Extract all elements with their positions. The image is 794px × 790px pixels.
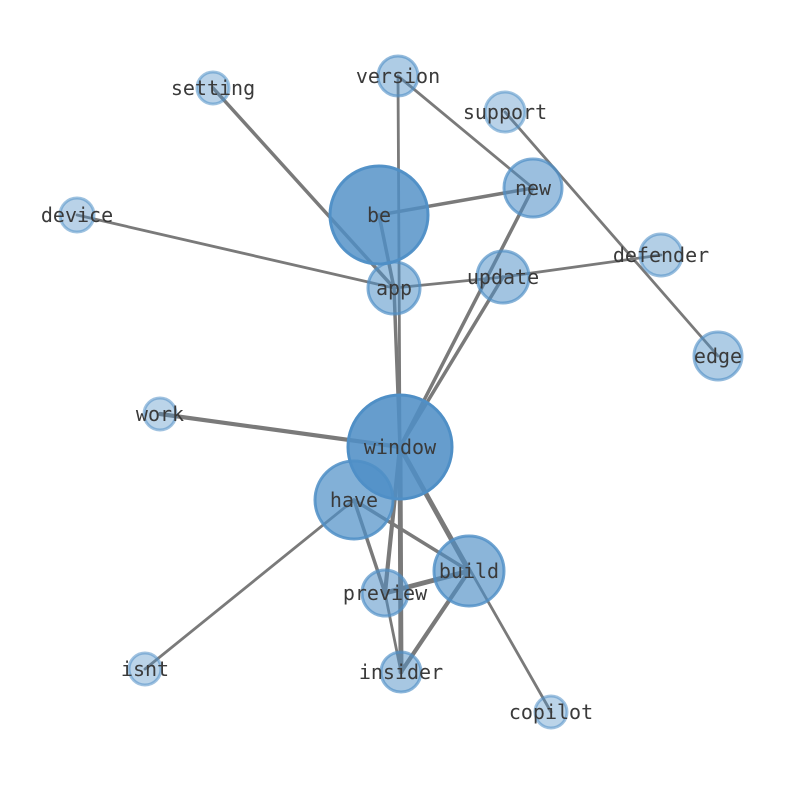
node-label-defender: defender xyxy=(613,243,709,267)
node-new xyxy=(502,157,564,219)
node-label-window: window xyxy=(364,435,437,459)
node-label-app: app xyxy=(376,276,412,300)
node-label-build: build xyxy=(439,559,499,583)
node-work xyxy=(142,396,178,432)
node-insider xyxy=(379,650,423,694)
node-app xyxy=(366,260,422,316)
node-edge xyxy=(692,330,744,382)
node-have xyxy=(313,459,395,541)
node-label-update: update xyxy=(467,265,539,289)
node-setting xyxy=(195,70,231,106)
label-layer: window be have build new app update preview insi… xyxy=(41,64,742,724)
node-label-copilot: copilot xyxy=(509,700,593,724)
node-be xyxy=(328,164,430,266)
node-label-version: version xyxy=(356,64,440,88)
node-defender xyxy=(638,232,684,278)
node-preview xyxy=(360,568,410,618)
node-support xyxy=(483,90,527,134)
node-isnt xyxy=(127,651,163,687)
node-build xyxy=(432,534,506,608)
node-label-insider: insider xyxy=(359,660,443,684)
node-label-isnt: isnt xyxy=(121,657,169,681)
node-label-edge: edge xyxy=(694,344,742,368)
node-update xyxy=(475,249,531,305)
node-copilot xyxy=(533,694,569,730)
node-label-setting: setting xyxy=(171,76,255,100)
edge-support-edge xyxy=(503,110,720,358)
node-label-support: support xyxy=(463,100,547,124)
node-label-preview: preview xyxy=(343,581,428,605)
node-label-work: work xyxy=(136,402,184,426)
node-layer xyxy=(58,54,744,730)
node-device xyxy=(58,196,96,234)
node-label-new: new xyxy=(515,176,552,200)
node-label-have: have xyxy=(330,488,378,512)
node-version xyxy=(376,54,420,98)
edge-app-device xyxy=(75,213,396,290)
node-label-device: device xyxy=(41,203,113,227)
edge-have-isnt xyxy=(143,498,356,671)
node-label-be: be xyxy=(367,203,391,227)
